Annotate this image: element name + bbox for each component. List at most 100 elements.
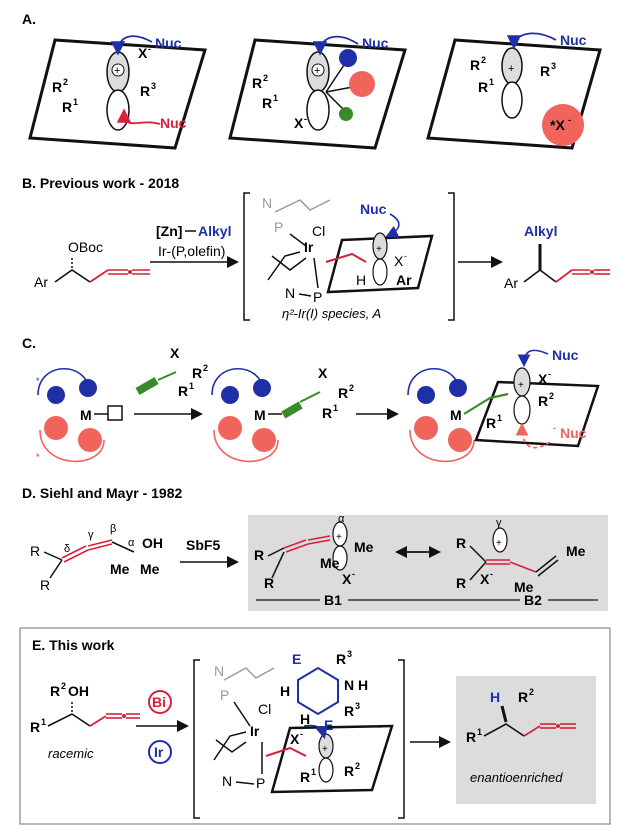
svg-text:*X: *X [550,117,565,133]
svg-text:Ir: Ir [250,723,260,739]
svg-text:X: X [342,571,352,587]
svg-text:R: R [466,729,476,745]
svg-text:R: R [478,79,488,95]
svg-text:3: 3 [355,701,360,711]
svg-text:M: M [80,407,92,423]
svg-text:-: - [304,114,307,124]
svg-text:2: 2 [203,363,208,373]
svg-text:Me: Me [566,543,586,559]
svg-text:N: N [222,773,232,789]
svg-text:H: H [358,677,368,693]
svg-text:+: + [314,65,320,77]
svg-text:R: R [62,99,72,115]
svg-text:X: X [538,371,548,387]
svg-text:2: 2 [529,687,534,697]
svg-text:1: 1 [189,381,194,391]
svg-text:X: X [318,365,328,381]
svg-text:R: R [470,57,480,73]
svg-text:[Zn]: [Zn] [156,223,182,239]
svg-text:R: R [52,79,62,95]
svg-text:B1: B1 [324,592,342,608]
svg-text:α: α [128,537,135,549]
svg-text:R: R [344,703,354,719]
svg-text:R: R [338,385,348,401]
svg-text:N: N [285,285,295,301]
svg-text:Me: Me [110,561,130,577]
svg-text:R: R [344,763,354,779]
svg-text:R: R [30,719,40,735]
svg-text:Cl: Cl [258,701,271,717]
svg-text:2: 2 [481,55,486,65]
svg-text:-: - [352,569,355,579]
svg-text:R: R [336,651,346,667]
svg-text:R: R [254,547,264,563]
svg-text:1: 1 [489,77,494,87]
svg-text:Ir-(P,olefin): Ir-(P,olefin) [158,243,225,259]
svg-text:3: 3 [151,81,156,91]
svg-text:Ar: Ar [34,274,48,290]
svg-text:Ir: Ir [304,239,314,255]
svg-text:1: 1 [41,717,46,727]
svg-text:B2: B2 [524,592,542,608]
svg-text:Ar: Ar [504,275,518,291]
svg-text:β: β [110,523,116,535]
svg-text:P: P [220,687,229,703]
svg-text:E: E [292,651,301,667]
svg-text:R: R [252,75,262,91]
svg-text:P: P [256,775,265,791]
svg-text:α: α [338,513,345,525]
svg-text:2: 2 [61,681,66,691]
svg-text:H: H [356,272,366,288]
svg-text:1: 1 [273,93,278,103]
svg-text:H: H [300,711,310,727]
enantioenriched-label: enantioenriched [470,770,563,785]
svg-text:Me: Me [140,561,160,577]
svg-text:OH: OH [68,683,89,699]
green-ligand-dot [339,107,353,121]
svg-text:γ: γ [88,529,94,541]
svg-text:2: 2 [355,761,360,771]
racemic-label: racemic [48,746,94,761]
svg-text:-: - [553,423,556,433]
species-caption: η²-Ir(I) species, A [282,306,381,321]
svg-text:Me: Me [514,579,534,595]
svg-text:R: R [518,689,528,705]
svg-text:X: X [290,731,300,747]
blue-ligand-dot [339,49,357,67]
svg-text:X: X [294,115,304,131]
section-b-scheme: OBoc Ar [Zn] Alkyl Ir-(P,olefin) N P Cl … [34,192,610,321]
x-minus: X [138,45,148,61]
svg-text:*: * [36,452,40,462]
svg-text:-: - [548,369,551,379]
svg-text:δ: δ [64,543,70,555]
nuc-bottom: Nuc [160,115,187,131]
section-e-label: E. This work [32,637,115,653]
svg-text:Bi: Bi [152,694,166,710]
product-box [456,676,596,804]
svg-text:1: 1 [73,97,78,107]
red-ligand-dot [349,71,375,97]
svg-text:-: - [490,569,493,579]
svg-text:Ar: Ar [396,272,412,288]
svg-text:M: M [450,407,462,423]
svg-text:R: R [456,535,466,551]
svg-text:SbF5: SbF5 [186,537,220,553]
svg-text:+: + [322,744,328,755]
svg-text:+: + [496,538,502,549]
svg-text:R: R [540,63,550,79]
section-c-label: C. [22,335,36,351]
svg-text:2: 2 [263,73,268,83]
svg-text:γ: γ [496,517,502,529]
svg-text:Me: Me [320,555,340,571]
svg-text:R: R [140,83,150,99]
svg-text:1: 1 [333,403,338,413]
svg-text:R: R [456,575,466,591]
svg-text:N: N [344,677,354,693]
svg-text:R: R [50,683,60,699]
svg-text:Nuc: Nuc [560,32,587,48]
